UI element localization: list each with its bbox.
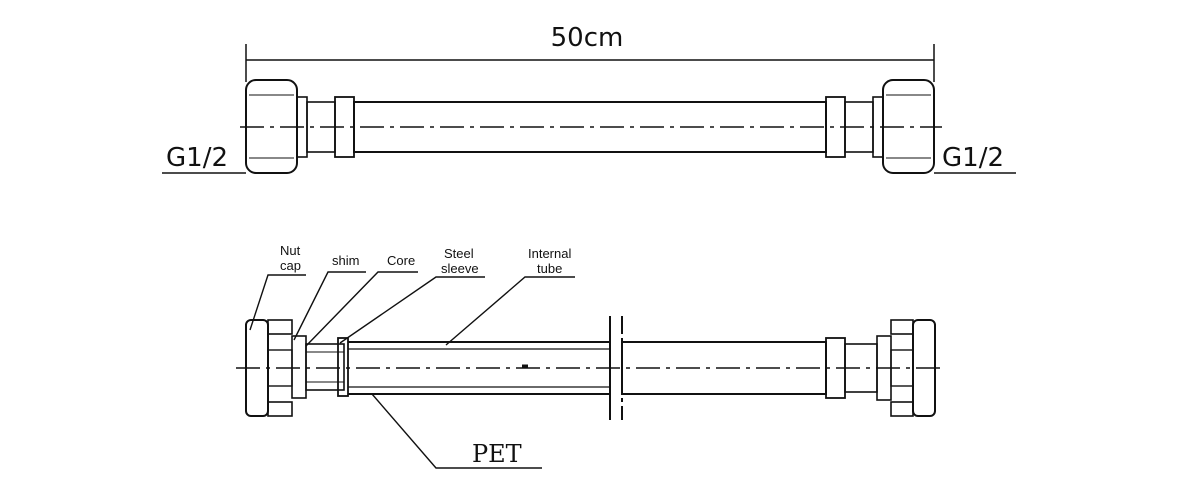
nut-cap-label-1: Nut <box>280 243 301 258</box>
pet-callout: PET <box>371 393 542 469</box>
core-label: Core <box>387 253 415 268</box>
pet-label: PET <box>472 440 522 468</box>
length-dimension: 50cm <box>245 23 935 82</box>
nut-cap-label-2: cap <box>280 258 301 273</box>
internal-tube-section <box>348 341 610 395</box>
top-view: 50cm <box>162 23 1016 174</box>
steel-sleeve-label-1: Steel <box>444 246 474 261</box>
section-view: Nut cap shim Core Steel sleeve Internal … <box>236 243 944 469</box>
shim-label: shim <box>332 253 359 268</box>
internal-tube-callout: Internal tube <box>445 246 575 346</box>
shim-callout: shim <box>293 253 366 341</box>
core-callout: Core <box>305 253 418 347</box>
internal-tube-label-2: tube <box>537 261 562 276</box>
nut-cap-callout: Nut cap <box>249 243 306 331</box>
left-thread-label: G1/2 <box>166 143 228 173</box>
right-thread-label: G1/2 <box>942 143 1004 173</box>
internal-tube-label-1: Internal <box>528 246 571 261</box>
length-label: 50cm <box>551 23 624 53</box>
right-thread-callout: G1/2 <box>934 143 1016 174</box>
left-fitting-section <box>291 335 349 399</box>
left-thread-callout: G1/2 <box>162 143 246 174</box>
steel-sleeve-label-2: sleeve <box>441 261 479 276</box>
steel-sleeve-callout: Steel sleeve <box>339 246 485 344</box>
